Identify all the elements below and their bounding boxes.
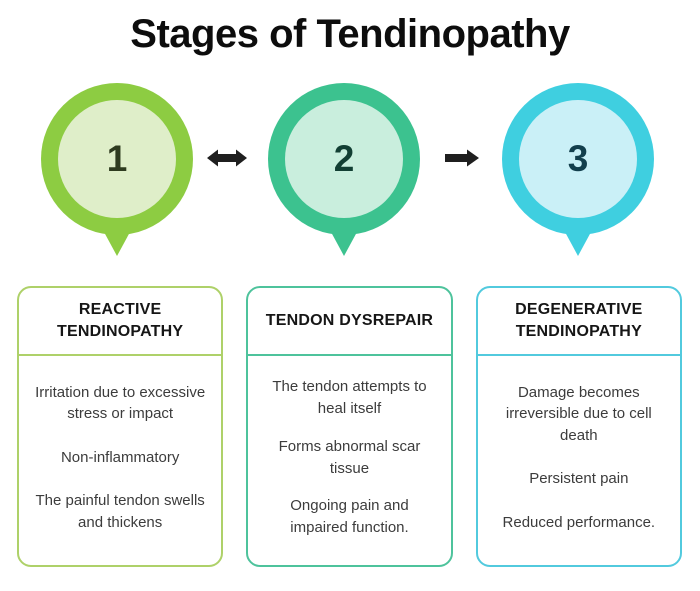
page-title: Stages of Tendinopathy: [130, 12, 570, 56]
stage-marker-1-inner: 1: [58, 100, 176, 218]
card-point: Forms abnormal scar tissue: [278, 437, 421, 477]
card-point: Persistent pain: [529, 470, 629, 488]
card-reactive-tendinopathy: REACTIVE TENDINOPATHY Irritation due to …: [17, 286, 224, 567]
stage-marker-2-inner: 2: [285, 100, 403, 218]
card-point: Reduced performance.: [502, 513, 656, 531]
card-title: DEGENERATIVE TENDINOPATHY: [477, 288, 680, 356]
card-title: TENDON DYSREPAIR: [248, 288, 451, 356]
stage-marker-3: 3: [502, 83, 654, 256]
marker-tail-icon: [104, 232, 130, 256]
stage-marker-2: 2: [268, 83, 420, 256]
card-title: REACTIVE TENDINOPATHY: [19, 288, 222, 356]
stage-marker-1: 1: [41, 83, 193, 256]
card-point: Non-inflammatory: [60, 448, 180, 466]
marker-tail-icon: [331, 232, 357, 256]
card-point: The tendon attempts to heal itself: [272, 378, 427, 417]
marker-tail-icon: [565, 232, 591, 256]
stage-number: 2: [333, 138, 355, 179]
card-tendon-dysrepair: TENDON DYSREPAIR The tendon attempts to …: [246, 286, 453, 567]
stage-cards-row: REACTIVE TENDINOPATHY Irritation due to …: [17, 286, 682, 567]
card-degenerative-tendinopathy: DEGENERATIVE TENDINOPATHY Damage becomes…: [475, 286, 682, 567]
card-point: Irritation due to excessive stress or im…: [35, 383, 206, 423]
card-body: Irritation due to excessive stress or im…: [19, 356, 221, 565]
card-point: Damage becomes irreversible due to cell …: [505, 383, 652, 445]
card-point: The painful tendon swells and thickens: [35, 491, 205, 531]
double-arrow-icon: [207, 146, 247, 170]
card-body: Damage becomes irreversible due to cell …: [478, 356, 680, 565]
right-arrow-icon: [445, 146, 479, 170]
stage-number: 3: [567, 138, 589, 179]
stage-marker-3-inner: 3: [519, 100, 637, 218]
stage-number: 1: [106, 138, 128, 179]
card-body: The tendon attempts to heal itself Forms…: [248, 356, 450, 565]
card-point: Ongoing pain and impaired function.: [290, 497, 409, 537]
